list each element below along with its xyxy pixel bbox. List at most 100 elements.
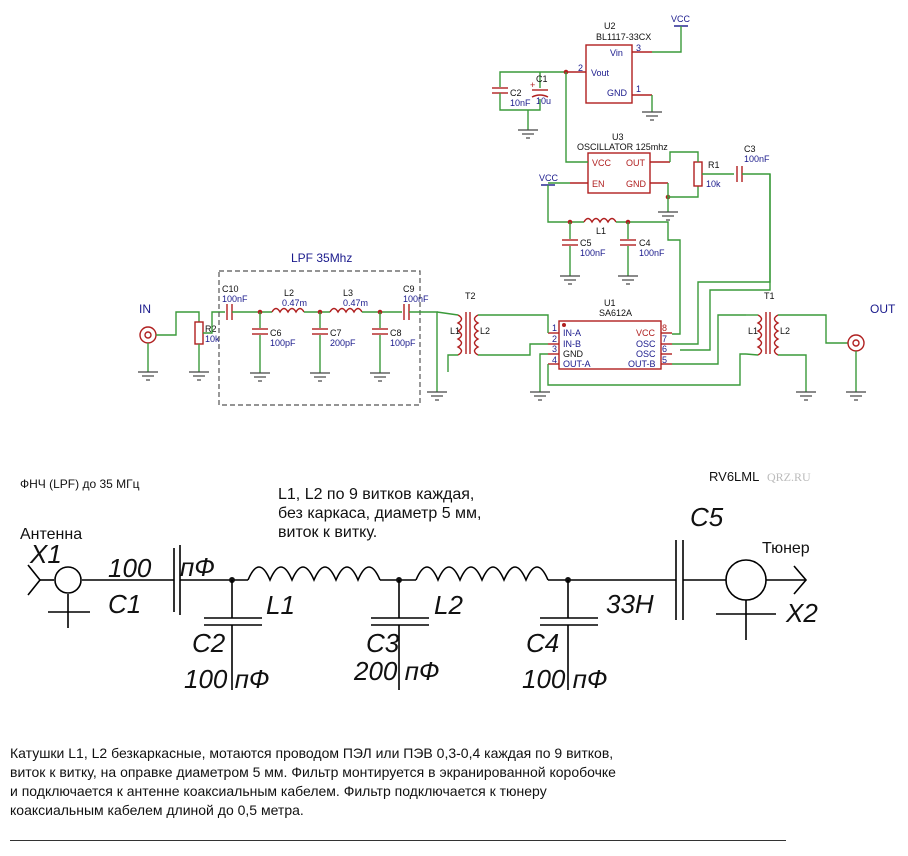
c4-value: 100 пФ xyxy=(522,664,608,694)
out-label: OUT xyxy=(870,302,896,316)
c4-ref: C4 xyxy=(526,628,559,658)
transformer-t2: T2 L1 L2 xyxy=(450,291,490,356)
coil-note-line-3: виток к витку. xyxy=(278,524,377,541)
svg-text:VCC: VCC xyxy=(592,158,612,168)
svg-text:C6: C6 xyxy=(270,328,282,338)
schematic-diagram: U2 BL1117-33CX Vin Vout GND 3 2 1 VCC C1… xyxy=(138,14,896,406)
assembly-notes: Катушки L1, L2 безкаркасные, мотаются пр… xyxy=(10,744,710,820)
svg-text:2: 2 xyxy=(552,334,557,344)
svg-text:C2: C2 xyxy=(510,88,522,98)
svg-text:OSC: OSC xyxy=(636,349,656,359)
inductor-l1-drawing xyxy=(247,566,381,583)
svg-text:OSC: OSC xyxy=(636,339,656,349)
regulator-u2: U2 BL1117-33CX Vin Vout GND 3 2 1 xyxy=(566,21,652,104)
transformer-t1: T1 L1 L2 xyxy=(748,291,790,356)
c2-value: 100 пФ xyxy=(184,664,270,694)
c1-value: 100 xyxy=(108,553,152,583)
svg-text:2: 2 xyxy=(578,63,583,73)
svg-text:VCC: VCC xyxy=(539,173,559,183)
input-connector: IN xyxy=(138,302,158,381)
capacitor-c2-drawing xyxy=(204,580,262,690)
author-label: RV6LML xyxy=(709,469,759,484)
c5-value: 33Н xyxy=(606,589,654,619)
svg-text:GND: GND xyxy=(626,179,647,189)
svg-text:L1: L1 xyxy=(748,326,758,336)
lpf-title: LPF 35Mhz xyxy=(291,251,352,265)
c1-ref: C1 xyxy=(108,589,141,619)
capacitor-c3: C3 100nF xyxy=(736,144,770,182)
c5-ref: C5 xyxy=(690,502,724,532)
svg-text:100nF: 100nF xyxy=(744,154,770,164)
svg-text:U1: U1 xyxy=(604,298,616,308)
c3-ref: C3 xyxy=(366,628,400,658)
capacitor-c5-drawing xyxy=(675,540,684,620)
u2-part: BL1117-33CX xyxy=(596,32,651,42)
c3-value: 200 пФ xyxy=(353,656,440,686)
coil-note-line-2: без каркаса, диаметр 5 мм, xyxy=(278,505,482,522)
svg-text:100nF: 100nF xyxy=(403,294,429,304)
svg-text:SA612A: SA612A xyxy=(599,308,632,318)
note-line: коаксиальным кабелем длиной до 0,5 метра… xyxy=(10,802,304,818)
capacitor-c10: C10 100nF xyxy=(222,284,248,320)
svg-text:10u: 10u xyxy=(536,96,551,106)
note-line: виток к витку, на оправке диаметром 5 мм… xyxy=(10,764,616,780)
svg-text:0.47m: 0.47m xyxy=(343,298,368,308)
svg-text:10nF: 10nF xyxy=(510,98,531,108)
tuner-label: Тюнер xyxy=(762,540,810,557)
svg-text:C4: C4 xyxy=(639,238,651,248)
svg-text:OUT: OUT xyxy=(626,158,646,168)
svg-text:L3: L3 xyxy=(343,288,353,298)
svg-text:L2: L2 xyxy=(284,288,294,298)
u2-vout: Vout xyxy=(591,68,610,78)
svg-text:3: 3 xyxy=(552,344,557,354)
drawing-title: ФНЧ (LPF) до 35 МГц xyxy=(20,477,140,491)
u2-gnd: GND xyxy=(607,88,628,98)
tuner-connector xyxy=(716,559,808,640)
svg-text:3: 3 xyxy=(636,43,641,53)
l1-ref: L1 xyxy=(266,590,295,620)
inductor-l3: L3 0.47m xyxy=(329,288,368,314)
svg-text:1: 1 xyxy=(552,323,557,333)
watermark: QRZ.RU xyxy=(767,470,811,484)
svg-text:R1: R1 xyxy=(708,160,720,170)
inductor-l2: L2 0.47m xyxy=(271,288,307,314)
vcc-symbol-top: VCC xyxy=(652,14,691,53)
svg-text:C3: C3 xyxy=(744,144,756,154)
capacitor-c4: C4 100nF xyxy=(618,222,665,285)
antenna-connector xyxy=(27,564,174,628)
output-connector: OUT xyxy=(846,302,896,401)
svg-text:6: 6 xyxy=(662,344,667,354)
coil-note-line-1: L1, L2 по 9 витков каждая, xyxy=(278,486,474,503)
x1-label: X1 xyxy=(29,539,62,569)
svg-text:OUT-A: OUT-A xyxy=(563,359,591,369)
vcc-label: VCC xyxy=(671,14,691,24)
svg-text:100nF: 100nF xyxy=(222,294,248,304)
x2-label: X2 xyxy=(785,598,818,628)
svg-text:L1: L1 xyxy=(596,226,606,236)
svg-text:100pF: 100pF xyxy=(270,338,296,348)
svg-text:EN: EN xyxy=(592,179,605,189)
bottom-divider xyxy=(10,840,786,841)
ground-symbol xyxy=(642,111,662,121)
svg-text:IN-B: IN-B xyxy=(563,339,581,349)
svg-text:10k: 10k xyxy=(706,179,721,189)
note-line: Катушки L1, L2 безкаркасные, мотаются пр… xyxy=(10,745,614,761)
svg-text:L2: L2 xyxy=(780,326,790,336)
u2-vin: Vin xyxy=(610,48,623,58)
capacitor-c6: C6 100pF xyxy=(250,312,296,382)
svg-text:C9: C9 xyxy=(403,284,415,294)
svg-text:OSCILLATOR 125mhz: OSCILLATOR 125mhz xyxy=(577,142,668,152)
svg-text:100nF: 100nF xyxy=(639,248,665,258)
svg-text:L1: L1 xyxy=(450,326,460,336)
u2-ref: U2 xyxy=(604,21,616,31)
svg-text:C1: C1 xyxy=(536,74,548,84)
svg-text:100nF: 100nF xyxy=(580,248,606,258)
svg-text:1: 1 xyxy=(636,84,641,94)
svg-text:7: 7 xyxy=(662,334,667,344)
capacitor-c1: C1 10u + xyxy=(530,74,551,106)
capacitor-c7: C7 200pF xyxy=(310,312,356,382)
inductor-l1: L1 xyxy=(583,217,617,236)
svg-text:U3: U3 xyxy=(612,132,624,142)
inductor-l2-drawing xyxy=(415,566,549,583)
svg-text:4: 4 xyxy=(552,355,557,365)
